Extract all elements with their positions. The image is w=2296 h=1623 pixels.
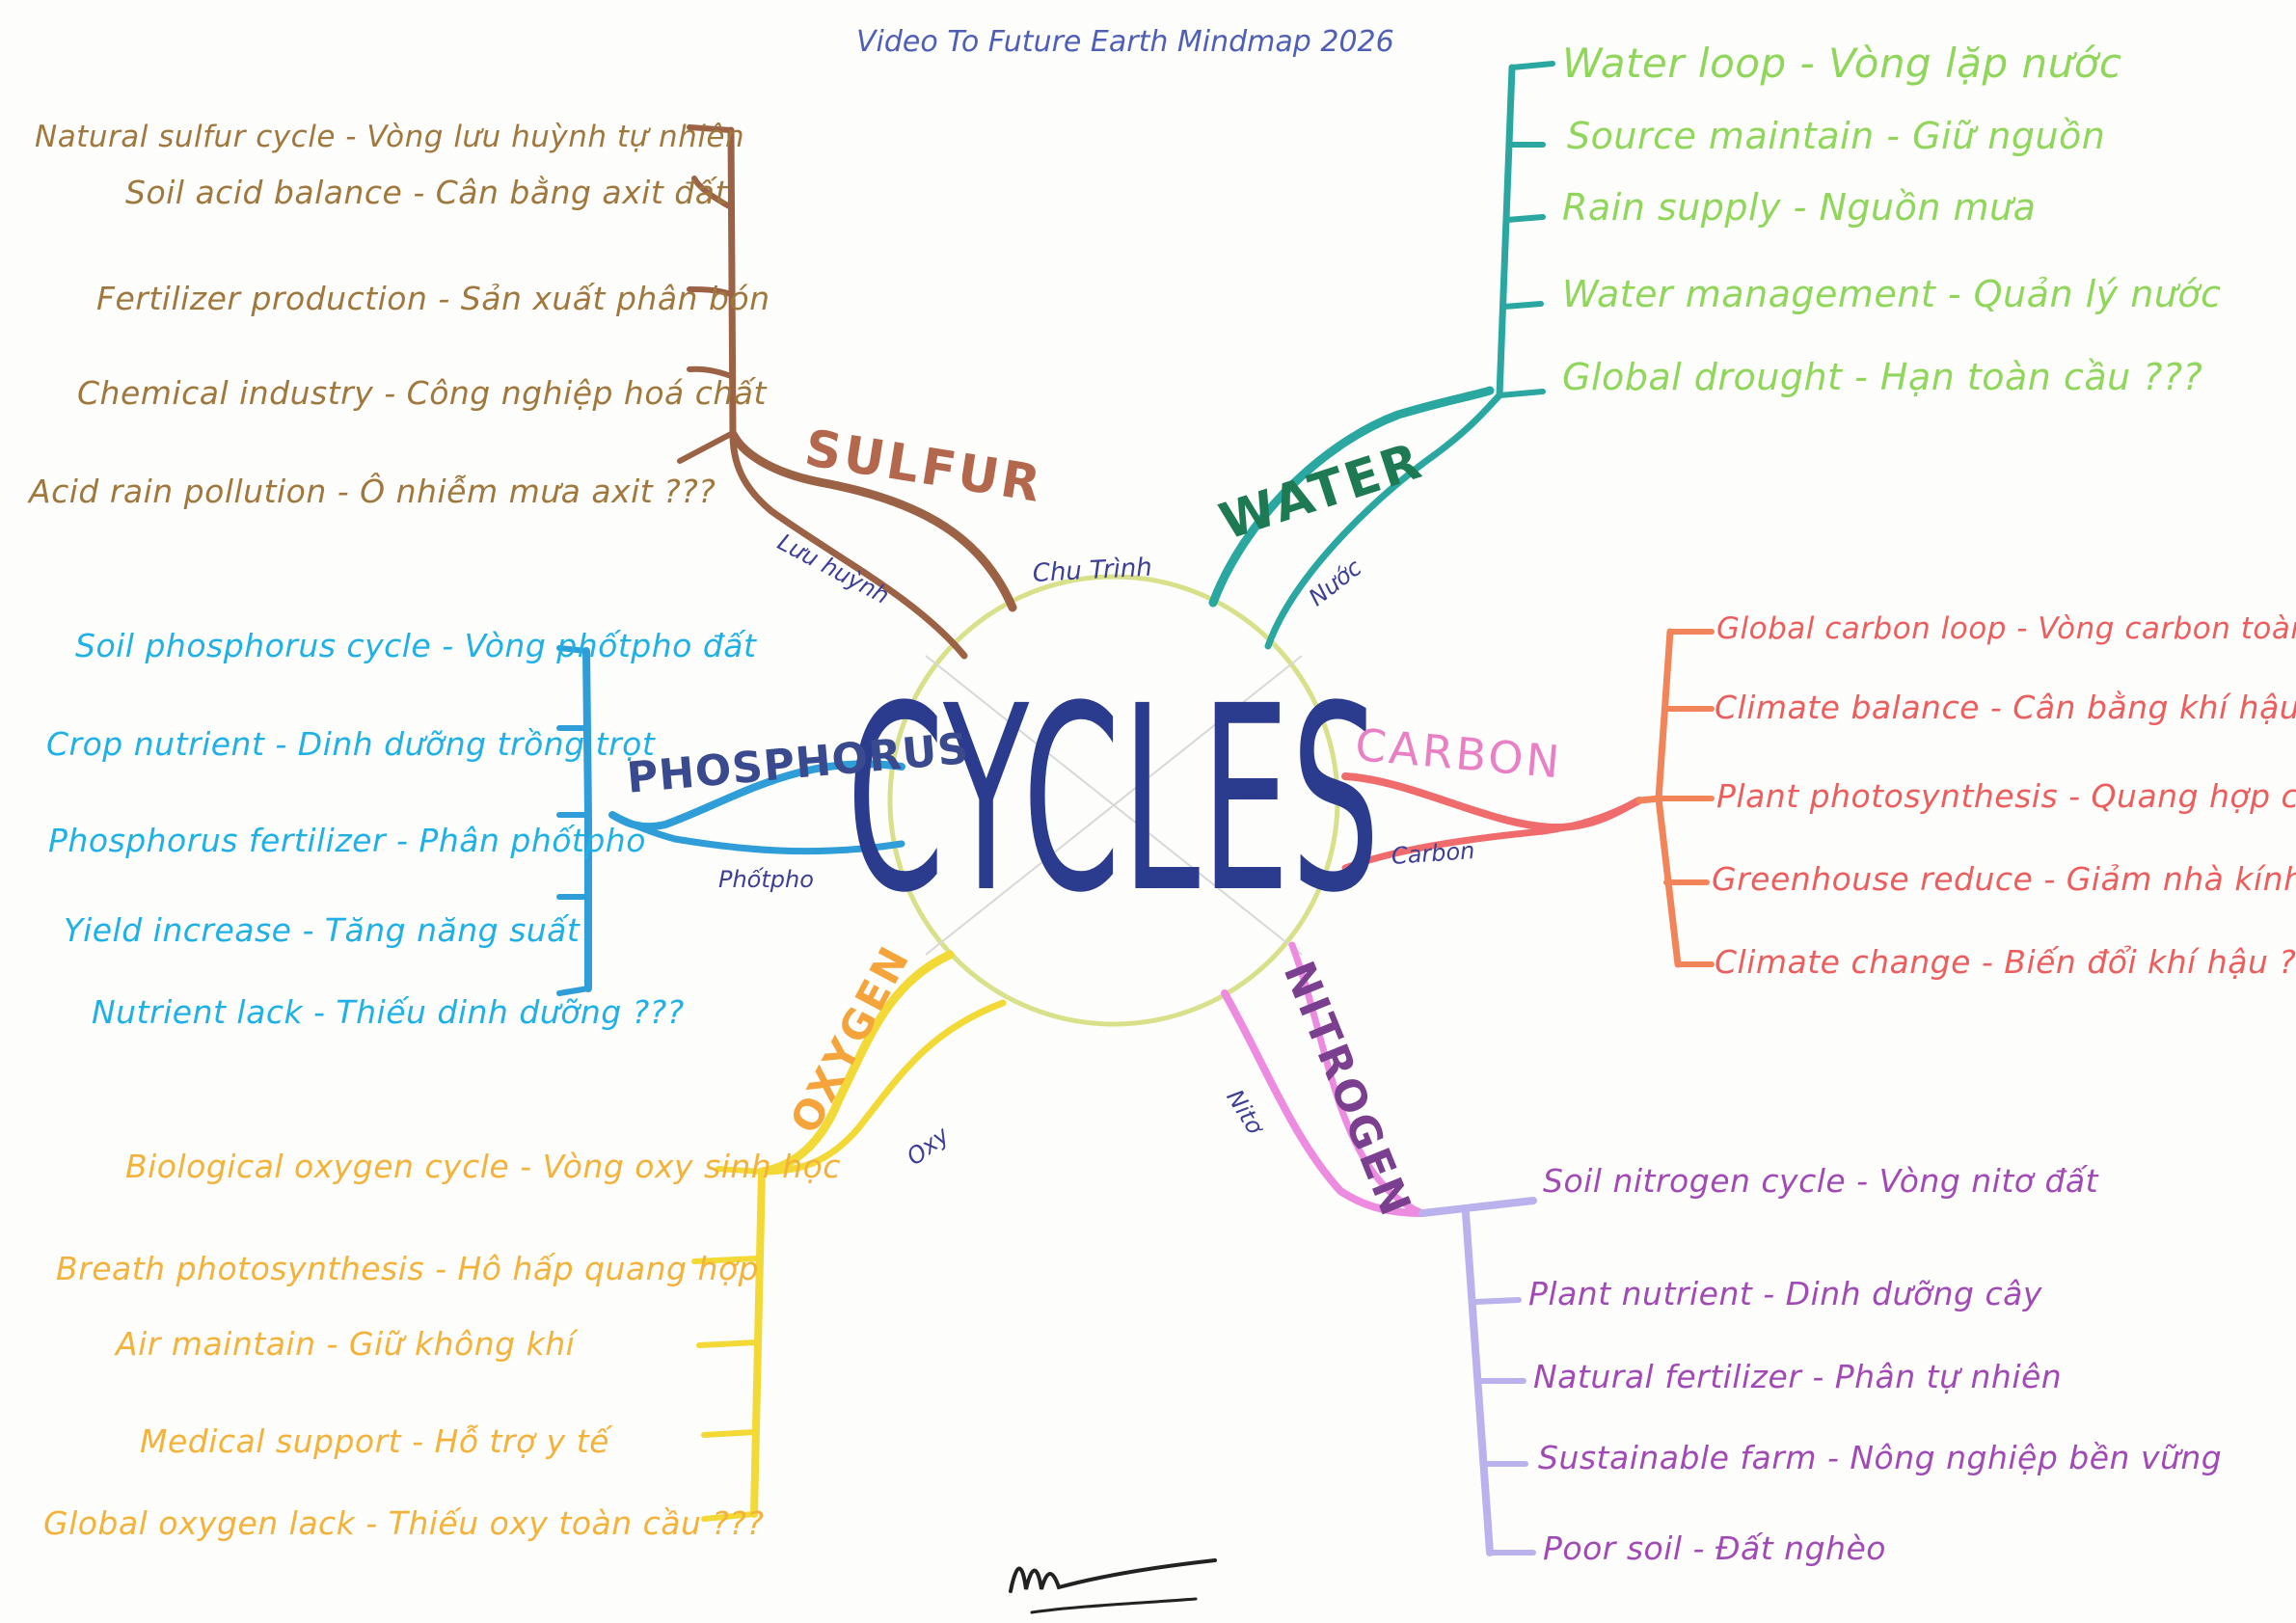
carbon-item: Plant photosynthesis - Quang hợp cây	[1716, 777, 2296, 815]
phosphorus-item: Crop nutrient - Dinh dưỡng trồng trọt	[46, 725, 656, 763]
nitrogen-lines	[1221, 941, 1426, 1217]
oxygen-item: Biological oxygen cycle - Vòng oxy sinh …	[125, 1148, 841, 1185]
sulfur-item: Acid rain pollution - Ô nhiễm mưa axit ?…	[29, 473, 716, 510]
oxygen-lines	[691, 950, 1007, 1522]
page-title: Video To Future Earth Mindmap 2026	[856, 25, 1394, 59]
water-item: Water loop - Vòng lặp nước	[1562, 40, 2122, 87]
connector-label-phosphorus: Phốtpho	[718, 866, 814, 893]
sulfur-item: Fertilizer production - Sản xuất phân bó…	[96, 280, 770, 317]
nitrogen-item: Poor soil - Đất nghèo	[1543, 1529, 1886, 1567]
water-item: Source maintain - Giữ nguồn	[1567, 115, 2106, 157]
guide-line	[925, 655, 1303, 956]
phosphorus-lines	[556, 645, 905, 996]
water-lines	[1208, 61, 1555, 650]
sulfur-lines	[677, 124, 1017, 660]
carbon-item: Global carbon loop - Vòng carbon toàn cầ…	[1716, 611, 2296, 646]
sulfur-item: Chemical industry - Công nghiệp hoá chất	[77, 374, 767, 412]
oxygen-item: Medical support - Hỗ trợ y tế	[140, 1422, 609, 1460]
phosphorus-item: Phosphorus fertilizer - Phân phốtpho	[48, 822, 646, 859]
oxygen-item: Air maintain - Giữ không khí	[116, 1325, 576, 1363]
carbon-item: Climate change - Biến đổi khí hậu ???	[1715, 943, 2296, 981]
center-circle	[887, 574, 1340, 1027]
center-label: CYCLES	[846, 652, 1382, 949]
sulfur-item: Natural sulfur cycle - Vòng lưu huỳnh tự…	[35, 120, 745, 154]
nitrogen-item: Natural fertilizer - Phân tự nhiên	[1533, 1358, 2063, 1395]
nitrogen-item: Plant nutrient - Dinh dưỡng cây	[1528, 1275, 2042, 1312]
phosphorus-item: Soil phosphorus cycle - Vòng phốtpho đất	[75, 627, 757, 664]
carbon-lines	[1341, 772, 1643, 872]
oxygen-item: Global oxygen lack - Thiếu oxy toàn cầu …	[43, 1504, 765, 1542]
nitrogen-item: Sustainable farm - Nông nghiệp bền vững	[1538, 1439, 2223, 1476]
carbon-item: Climate balance - Cân bằng khí hậu	[1715, 689, 2296, 726]
nitrogen-spine	[1418, 1197, 1537, 1556]
carbon-spine	[1635, 628, 1715, 968]
sulfur-item: Soil acid balance - Cân bằng axit đất	[125, 174, 728, 211]
signature-mark	[1009, 1558, 1217, 1614]
phosphorus-item: Yield increase - Tăng năng suất	[64, 911, 581, 949]
phosphorus-item: Nutrient lack - Thiếu dinh dưỡng ???	[92, 993, 685, 1031]
nitrogen-item: Soil nitrogen cycle - Vòng nitơ đất	[1543, 1162, 2099, 1200]
water-item: Rain supply - Nguồn mưa	[1562, 186, 2037, 229]
carbon-item: Greenhouse reduce - Giảm nhà kính	[1712, 860, 2296, 898]
water-item: Water management - Quản lý nước	[1562, 273, 2222, 315]
water-item: Global drought - Hạn toàn cầu ???	[1562, 356, 2203, 398]
oxygen-item: Breath photosynthesis - Hô hấp quang hợp	[56, 1250, 760, 1287]
